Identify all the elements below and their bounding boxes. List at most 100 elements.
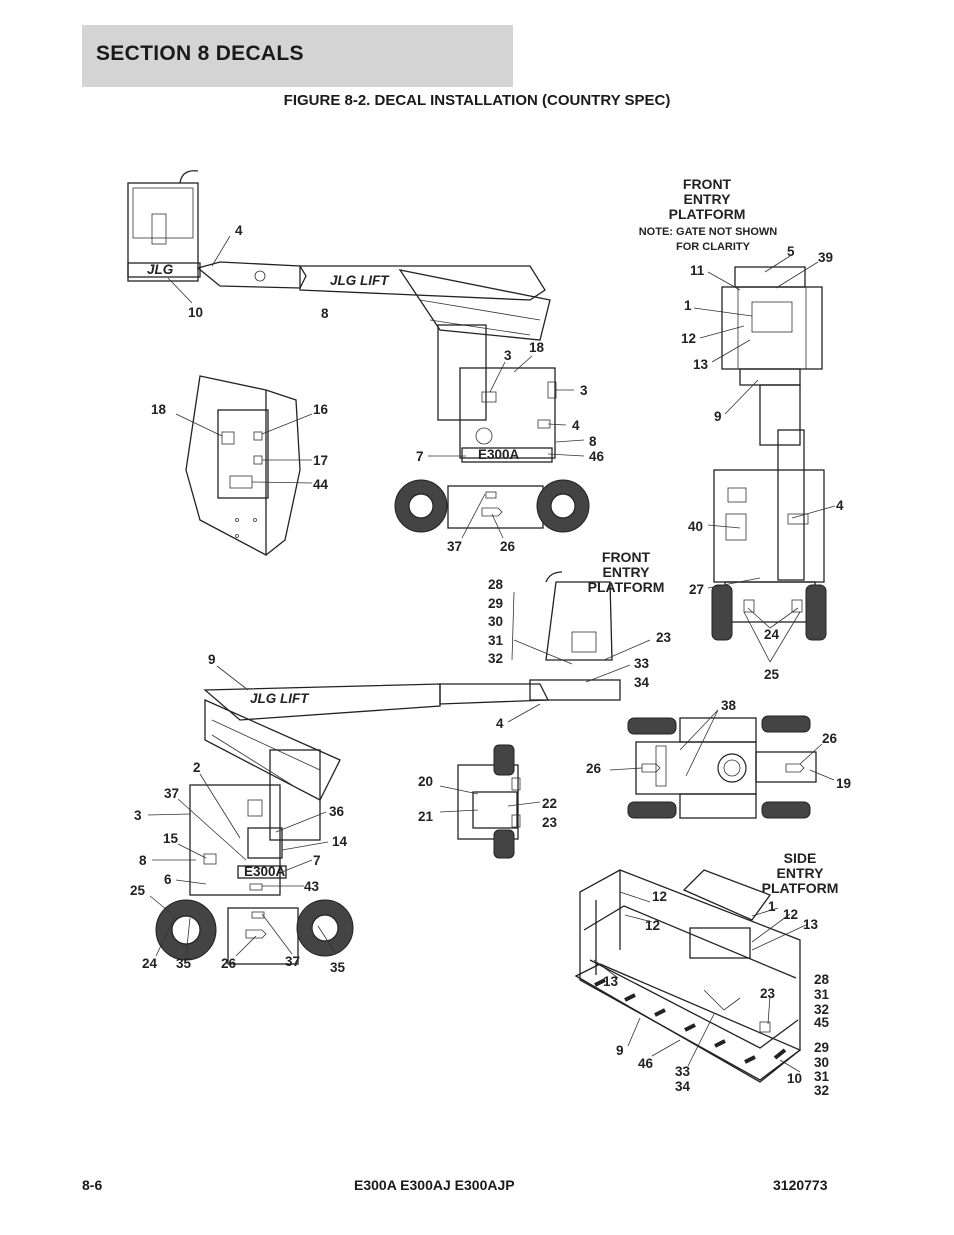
side-entry-platform-view: SIDE ENTRY PLATFORM: [574, 850, 838, 1098]
section-header: SECTION 8 DECALS: [82, 25, 513, 87]
platform-logo: JLG: [147, 262, 174, 277]
callout-number: 46: [638, 1056, 654, 1071]
view-label: SIDE: [784, 850, 817, 866]
front-view-machine-top-right: FRONT ENTRY PLATFORM NOTE: GATE NOT SHOW…: [639, 176, 844, 682]
callout-number: 35: [176, 956, 192, 971]
callout-number: 26: [221, 956, 237, 971]
callout-number: 22: [542, 796, 557, 811]
side-view-machine-top: JLG JLG LIFT E300A: [127, 170, 605, 554]
callout-number: 21: [418, 809, 434, 824]
callout-number: 4: [235, 223, 243, 238]
section-title: SECTION 8 DECALS: [96, 42, 304, 65]
callout-number: 10: [787, 1071, 802, 1086]
callout-number: 23: [542, 815, 558, 830]
callout-number: 25: [130, 883, 146, 898]
hazard-stripes: [594, 978, 787, 1064]
callout-number: 37: [164, 786, 179, 801]
view-label: PLATFORM: [588, 579, 665, 595]
view-label: FRONT: [602, 549, 651, 565]
callout-number: 17: [313, 453, 328, 468]
callout-number: 43: [304, 879, 320, 894]
callout-number: 6: [164, 872, 172, 887]
callout-number: 24: [764, 627, 780, 642]
callout-number: 14: [332, 834, 348, 849]
footer-models: E300A E300AJ E300AJP: [354, 1177, 515, 1193]
view-label: FRONT: [683, 176, 732, 192]
callout-number: 5: [787, 244, 795, 259]
callout-number: 38: [721, 698, 737, 713]
callout-number: 1: [768, 899, 776, 914]
view-label: FOR CLARITY: [676, 241, 751, 253]
callout-number: 36: [329, 804, 345, 819]
callout-number: 25: [764, 667, 780, 682]
callout-number: 31: [488, 633, 504, 648]
callout-number: 8: [139, 853, 147, 868]
callout-number: 23: [760, 986, 776, 1001]
callout-number: 12: [645, 918, 660, 933]
callout-number: 12: [652, 889, 667, 904]
callout-number: 12: [783, 907, 798, 922]
callout-number: 11: [690, 263, 705, 278]
callout-number: 10: [188, 305, 203, 320]
callout-number: 32: [814, 1083, 829, 1098]
callout-number: 15: [163, 831, 179, 846]
callout-number: 32: [814, 1002, 829, 1017]
callout-number: 33: [634, 656, 650, 671]
callout-number: 34: [634, 675, 650, 690]
model-plate-lower: E300A: [244, 864, 286, 879]
callout-number: 9: [208, 652, 216, 667]
callout-number: 31: [814, 987, 830, 1002]
callout-number: 35: [330, 960, 346, 975]
callout-number: 19: [836, 776, 851, 791]
callout-number: 37: [285, 954, 300, 969]
callout-number: 3: [504, 348, 512, 363]
callout-number: 3: [134, 808, 142, 823]
callout-number: 29: [488, 596, 503, 611]
callout-number: 29: [814, 1040, 829, 1055]
callout-number: 30: [814, 1055, 829, 1070]
callout-number: 34: [675, 1079, 691, 1094]
front-entry-platform-mid-label: FRONT ENTRY PLATFORM: [588, 549, 665, 595]
control-panel-detail: 18 16 17 44: [151, 375, 329, 557]
callout-number: 7: [313, 853, 321, 868]
model-plate-top: E300A: [478, 447, 520, 462]
figure-title: FIGURE 8-2. DECAL INSTALLATION (COUNTRY …: [283, 92, 671, 109]
callout-number: 39: [818, 250, 833, 265]
callout-number: 32: [488, 651, 503, 666]
boom-logo-lower: JLG LIFT: [250, 691, 310, 706]
callout-number: 12: [681, 331, 696, 346]
callout-number: 18: [529, 340, 545, 355]
callout-number: 8: [589, 434, 597, 449]
callout-number: 44: [313, 477, 329, 492]
footer-doc-number: 3120773: [773, 1177, 828, 1193]
view-label: PLATFORM: [669, 206, 746, 222]
footer-page-number: 8-6: [82, 1177, 103, 1193]
boom-logo: JLG LIFT: [330, 273, 390, 288]
callout-number: 23: [656, 630, 672, 645]
callout-number: 16: [313, 402, 329, 417]
callout-number: 3: [580, 383, 588, 398]
callout-number: 46: [589, 449, 605, 464]
callout-number: 28: [488, 577, 504, 592]
view-label: NOTE: GATE NOT SHOWN: [639, 226, 778, 238]
callout-number: 4: [836, 498, 844, 513]
callout-number: 1: [684, 298, 692, 313]
callout-number: 24: [142, 956, 158, 971]
chassis-end-view: 20 21 22 23: [418, 744, 558, 859]
callout-number: 9: [714, 409, 722, 424]
callout-number: 8: [321, 306, 329, 321]
chassis-top-view: 38 26 26 19: [586, 698, 851, 819]
callout-number: 31: [814, 1069, 830, 1084]
view-label: ENTRY: [603, 564, 651, 580]
callout-number: 18: [151, 402, 167, 417]
callout-number: 4: [572, 418, 580, 433]
callout-number: 20: [418, 774, 433, 789]
callout-number: 2: [193, 760, 201, 775]
callout-number: 13: [803, 917, 819, 932]
callout-number: 4: [496, 716, 504, 731]
callout-number: 30: [488, 614, 503, 629]
side-view-machine-lower: JLG LIFT E300A: [130, 571, 672, 975]
callout-number: 26: [822, 731, 838, 746]
callout-number: 9: [616, 1043, 624, 1058]
